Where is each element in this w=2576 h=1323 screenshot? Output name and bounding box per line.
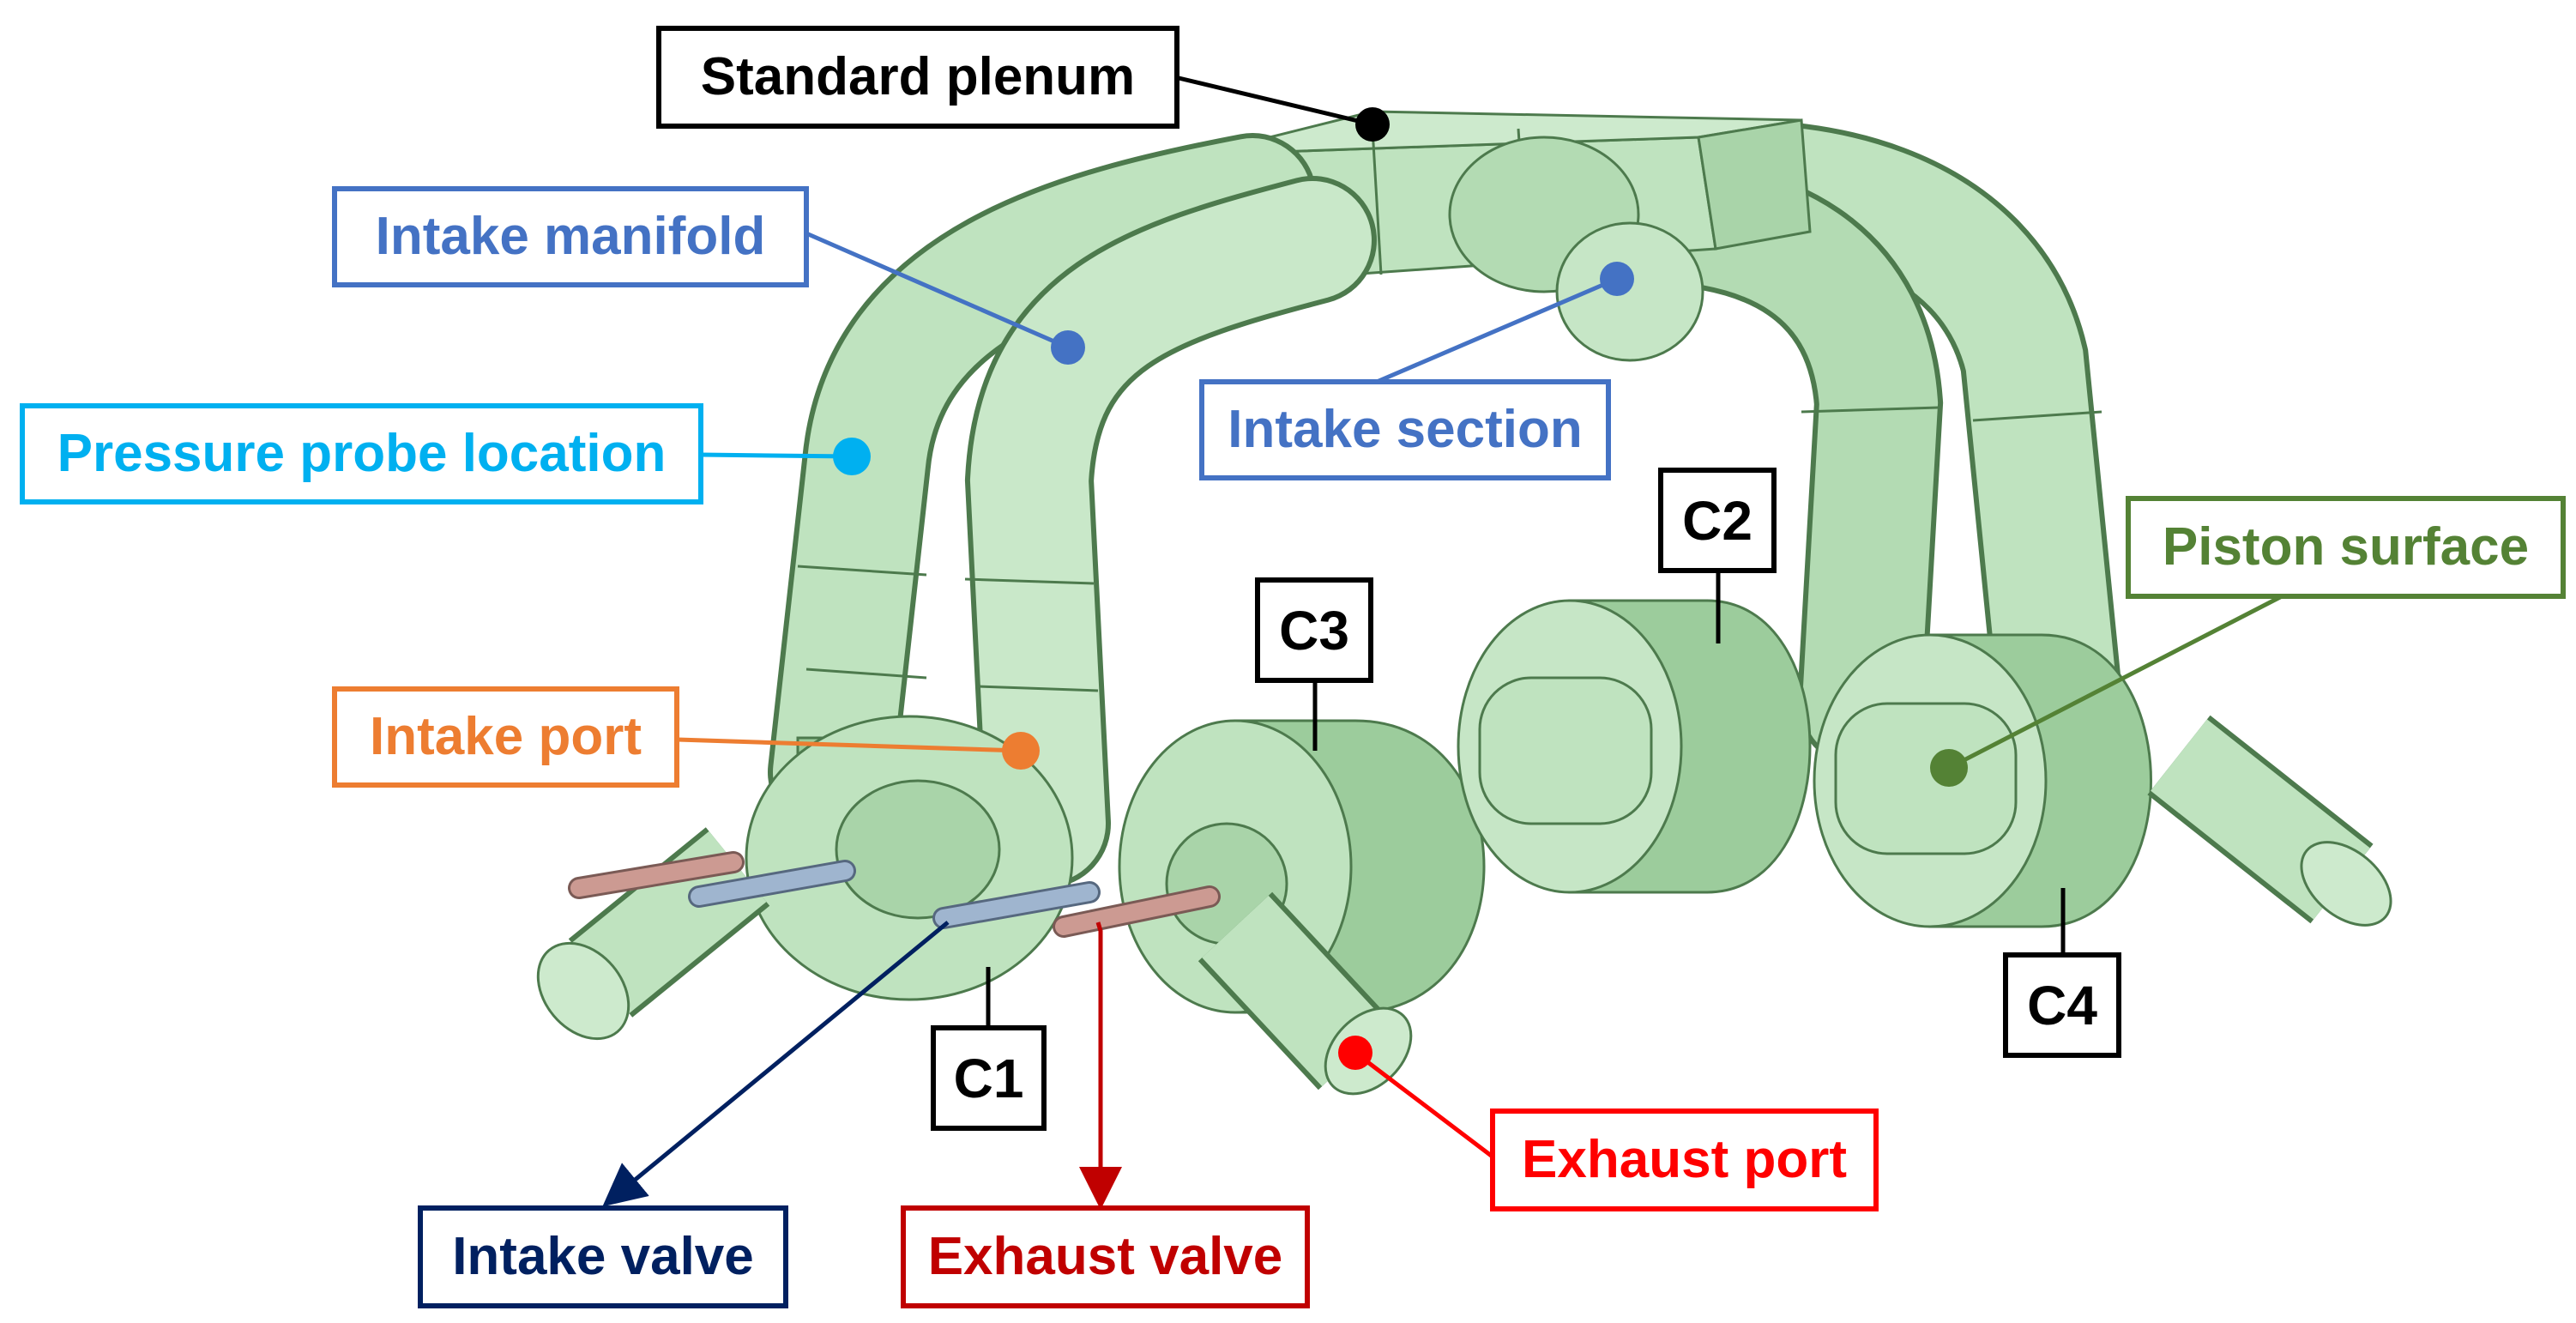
dot-intake-section xyxy=(1600,262,1634,296)
label-cylinder-c2: C2 xyxy=(1658,468,1777,573)
leader-lines xyxy=(602,75,2283,1210)
valve-rods xyxy=(568,851,1221,938)
label-intake-port: Intake port xyxy=(332,686,679,788)
label-exhaust-valve: Exhaust valve xyxy=(901,1205,1310,1308)
cylinder-c4-shape xyxy=(1813,633,2152,928)
label-piston-surface: Piston surface xyxy=(2126,496,2566,599)
leader-intake-valve xyxy=(602,921,950,1207)
runner-rings xyxy=(797,406,2102,692)
leader-exhaust-valve xyxy=(1079,921,1122,1210)
leader-pressure-probe xyxy=(700,452,853,459)
label-pressure-probe-location: Pressure probe location xyxy=(20,403,703,504)
dot-intake-port xyxy=(1002,732,1040,770)
exhaust-pipe-ends xyxy=(536,841,2392,1096)
dot-exhaust-port xyxy=(1338,1036,1372,1070)
intake-section-shape xyxy=(1448,136,1704,362)
leader-standard-plenum xyxy=(1174,75,1373,127)
cylinder-c2-shape xyxy=(1457,599,1812,894)
dot-piston-surface xyxy=(1930,749,1968,787)
cylinder-c1-shape xyxy=(745,715,1074,1001)
dot-intake-manifold xyxy=(1051,330,1085,365)
label-intake-section: Intake section xyxy=(1199,379,1611,480)
left-runners xyxy=(768,133,1377,888)
label-intake-manifold: Intake manifold xyxy=(332,186,809,287)
label-cylinder-c4: C4 xyxy=(2003,952,2121,1058)
dot-pressure-probe xyxy=(833,438,871,475)
label-cylinder-c3: C3 xyxy=(1255,577,1373,683)
leader-intake-section xyxy=(1376,276,1618,384)
label-intake-valve: Intake valve xyxy=(418,1205,788,1308)
label-cylinder-c1: C1 xyxy=(931,1025,1047,1131)
leader-intake-manifold xyxy=(805,231,1069,350)
dot-standard-plenum xyxy=(1355,107,1390,142)
leader-intake-port xyxy=(677,737,1022,753)
label-standard-plenum: Standard plenum xyxy=(656,26,1179,129)
leader-piston-surface xyxy=(1947,594,2283,770)
label-exhaust-port: Exhaust port xyxy=(1490,1109,1879,1211)
marker-dots xyxy=(833,107,1968,1070)
leader-exhaust-port xyxy=(1354,1051,1499,1162)
